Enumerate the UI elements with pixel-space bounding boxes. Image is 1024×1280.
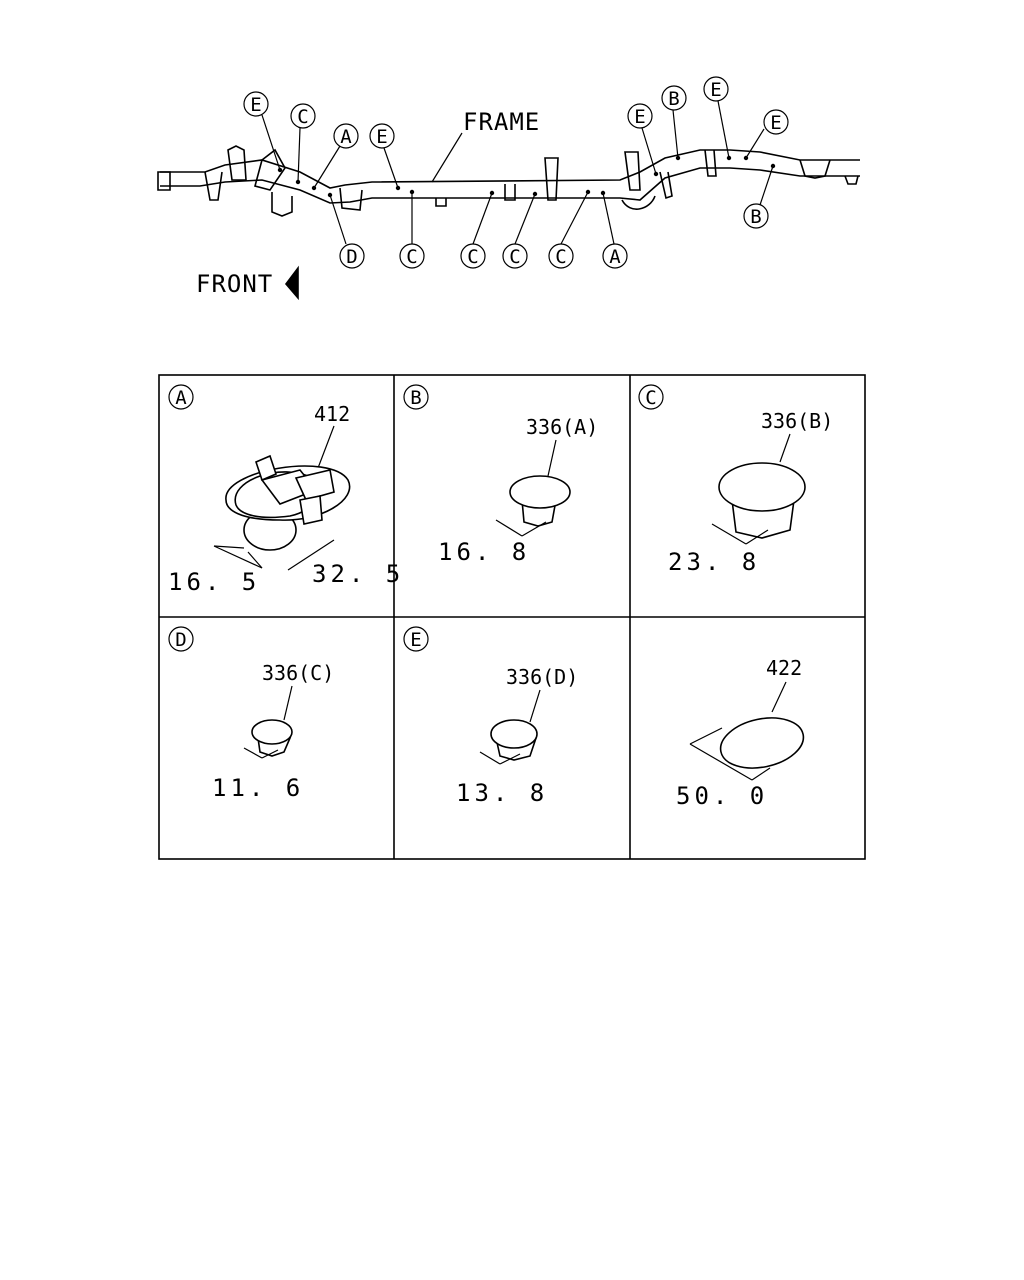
svg-text:E: E <box>710 79 721 101</box>
panel-b: B 336(A) 16. 8 <box>403 384 598 566</box>
marker-c-2: C <box>399 243 425 269</box>
svg-text:E: E <box>634 106 645 128</box>
frame-overview: E C A E E B E E D C C C C A B FRAME FRON… <box>157 76 860 301</box>
cap-336a-icon <box>509 475 571 527</box>
marker-e-5: E <box>763 109 789 135</box>
disc-422-icon <box>719 717 805 769</box>
panel-c: C 336(B) 23. 8 <box>638 384 833 576</box>
cap-336b-icon <box>718 462 806 539</box>
marker-c-1: C <box>290 103 316 129</box>
panel-422: 422 50. 0 <box>676 656 805 810</box>
marker-b-2: B <box>743 203 769 229</box>
svg-text:C: C <box>555 246 566 268</box>
leader-lines <box>261 100 774 245</box>
marker-c-5: C <box>548 243 574 269</box>
panel-letter: D <box>175 629 186 651</box>
part-number: 336(A) <box>526 415 598 439</box>
clip-412-icon <box>225 454 351 551</box>
frame-label: FRAME <box>463 108 540 136</box>
dimension-value: 13. 8 <box>456 779 548 807</box>
svg-text:C: C <box>297 106 308 128</box>
cap-336c-icon <box>251 719 293 757</box>
marker-e-3: E <box>627 103 653 129</box>
part-number: 336(B) <box>761 409 833 433</box>
panel-letter: C <box>645 387 656 409</box>
dimension-value: 50. 0 <box>676 782 768 810</box>
panel-d: D 336(C) 11. 6 <box>168 626 334 802</box>
svg-text:A: A <box>609 246 621 268</box>
hole-dots <box>277 155 776 198</box>
dimension-value: 16. 5 <box>168 568 260 596</box>
marker-d-1: D <box>339 243 365 269</box>
svg-text:E: E <box>770 112 781 134</box>
svg-text:C: C <box>509 246 520 268</box>
part-number: 422 <box>766 656 802 680</box>
marker-a-2: A <box>602 243 628 269</box>
dimension-lines <box>495 519 547 537</box>
svg-text:D: D <box>346 246 357 268</box>
svg-text:E: E <box>376 126 387 148</box>
dimension-value: 16. 8 <box>438 538 530 566</box>
svg-text:C: C <box>406 246 417 268</box>
part-number: 412 <box>314 402 350 426</box>
front-arrow-icon <box>284 265 299 301</box>
dimension-value: 11. 6 <box>212 774 304 802</box>
marker-e-4: E <box>703 76 729 102</box>
panel-e: E 336(D) 13. 8 <box>403 626 578 807</box>
dimension-lines <box>711 523 769 545</box>
svg-text:A: A <box>340 126 352 148</box>
svg-text:C: C <box>467 246 478 268</box>
dimension-lines <box>479 751 521 765</box>
front-label: FRONT <box>196 270 273 298</box>
part-number: 336(C) <box>262 661 334 685</box>
svg-text:E: E <box>250 94 261 116</box>
marker-circles-top: E C A E E B E E <box>243 76 789 149</box>
panel-letter: A <box>175 387 187 409</box>
svg-text:B: B <box>668 88 679 110</box>
dimension-value: 23. 8 <box>668 548 760 576</box>
dimension-lines <box>213 539 335 571</box>
marker-c-4: C <box>502 243 528 269</box>
part-number: 336(D) <box>506 665 578 689</box>
panel-letter: E <box>410 629 421 651</box>
dimension-lines <box>243 747 279 759</box>
marker-circles-bottom: D C C C C A B <box>339 203 769 269</box>
marker-a-1: A <box>333 123 359 149</box>
dimension-lines <box>689 727 771 781</box>
cap-336d-icon <box>490 719 538 761</box>
dimension-value: 32. 5 <box>312 560 404 588</box>
marker-e-1: E <box>243 91 269 117</box>
parts-grid <box>158 374 866 860</box>
marker-c-3: C <box>460 243 486 269</box>
panel-letter: B <box>410 387 421 409</box>
marker-e-2: E <box>369 123 395 149</box>
svg-text:B: B <box>750 206 761 228</box>
panel-a: A 412 16. 5 32. 5 <box>168 384 404 596</box>
marker-b-1: B <box>661 85 687 111</box>
